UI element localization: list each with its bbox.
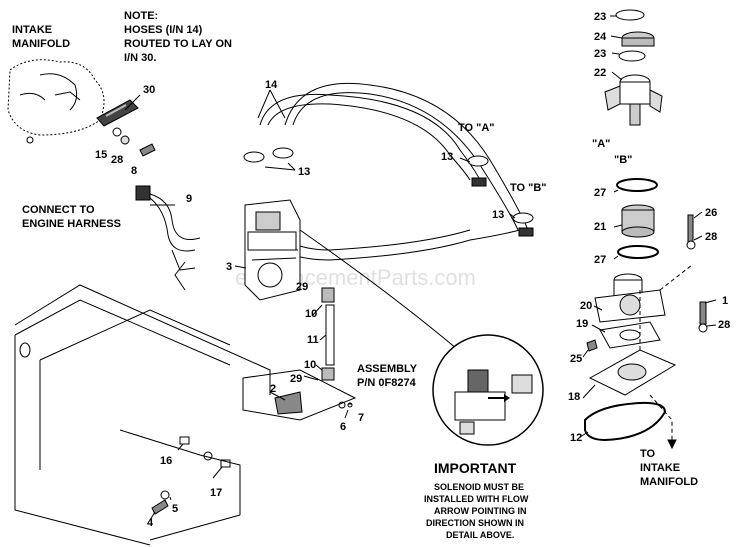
callout-26: 26 [705,207,717,219]
callout-13-to-b: 13 [492,209,504,221]
callout-28-right-top: 28 [705,231,717,243]
callout-23-top: 23 [594,11,606,23]
callout-14: 14 [265,79,278,91]
gasket-12 [584,401,667,442]
throttle-body-20 [594,273,666,323]
gasket-19 [599,321,661,349]
note-line-1: NOTE: [124,10,158,22]
callout-20: 20 [580,300,592,312]
connect-label-1: CONNECT TO [22,204,95,216]
callout-29-top: 29 [296,281,308,293]
callout-19: 19 [576,318,588,330]
callout-6: 6 [340,421,346,433]
callout-16: 16 [160,455,172,467]
intake-bottom-label-2: INTAKE [640,462,680,474]
hardware-4-5 [151,490,170,515]
note-line-2: HOSES (I/N 14) [124,24,203,36]
detail-leader-line [299,229,471,361]
callout-4: 4 [147,517,154,529]
important-line-2: INSTALLED WITH FLOW [424,494,529,504]
important-line-3: ARROW POINTING IN [434,506,527,516]
intake-manifold-label-1: INTAKE [12,24,52,36]
valve-assembly-3 [244,199,301,301]
right-hardware [586,214,708,450]
callout-30: 30 [143,84,155,96]
callout-3: 3 [226,261,232,273]
assembly-label-1: ASSEMBLY [357,363,418,375]
note-line-3: ROUTED TO LAY ON [124,38,232,50]
adapter-18 [588,349,677,396]
to-a-label: TO "A" [458,122,495,134]
clamp-27-bottom [617,245,659,259]
callout-13-center: 13 [298,166,310,178]
callout-25: 25 [570,353,582,365]
intake-manifold-label-2: MANIFOLD [12,38,70,50]
callout-22: 22 [594,67,606,79]
callout-27-top: 27 [594,187,606,199]
hardware-15-28-8 [112,127,156,157]
callout-17: 17 [210,487,222,499]
port-a-label: "A" [592,138,610,150]
callout-8: 8 [131,165,137,177]
callout-29-bottom: 29 [290,373,302,385]
callout-5: 5 [172,503,178,515]
callout-10-bottom: 10 [304,359,316,371]
callout-2: 2 [270,383,276,395]
callout-15: 15 [95,149,107,161]
ring-23-bottom [618,50,646,62]
callout-27-bottom: 27 [594,254,606,266]
clamps-13 [243,147,534,224]
callout-10-top: 10 [305,308,317,320]
solenoid-detail [432,334,544,446]
sleeve-21 [621,204,655,238]
connect-label-2: ENGINE HARNESS [22,218,121,230]
hoses-14 [254,82,534,261]
leader-lines [124,15,717,521]
callout-28-right-bottom: 28 [718,319,730,331]
callout-1: 1 [722,295,728,307]
important-line-5: DETAIL ABOVE. [446,530,514,540]
to-b-label: TO "B" [510,182,547,194]
important-title: IMPORTANT [434,460,517,476]
callout-23-bottom: 23 [594,48,606,60]
callout-24: 24 [594,31,607,43]
intake-bottom-label-3: MANIFOLD [640,476,698,488]
callout-9: 9 [186,193,192,205]
callout-28-left: 28 [111,154,123,166]
important-line-1: SOLENOID MUST BE [434,482,524,492]
bracket-30 [96,99,139,127]
note-line-4: I/N 30. [124,52,156,64]
port-b-label: "B" [614,154,632,166]
frame-drawing [14,284,353,546]
fittings-10-11-29 [242,287,357,421]
callout-13-to-a: 13 [441,151,453,163]
clamp-27-top [616,178,658,192]
callout-21: 21 [594,221,606,233]
callout-11: 11 [307,334,319,346]
assembly-label-2: P/N 0F8274 [357,377,417,389]
callout-12: 12 [570,432,582,444]
coupler-24 [621,31,655,47]
intake-bottom-label-1: TO [640,448,656,460]
callout-18: 18 [568,391,580,403]
harness-9 [135,185,201,291]
important-line-4: DIRECTION SHOWN IN [426,518,524,528]
callout-7: 7 [358,412,364,424]
intake-manifold-drawing [7,59,105,144]
ring-23-top [615,9,645,21]
tee-22 [604,74,663,126]
